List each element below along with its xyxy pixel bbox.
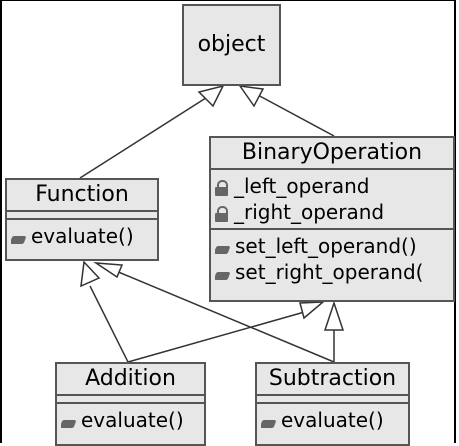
attribute-name: _right_operand (234, 200, 385, 224)
method-icon (215, 271, 231, 280)
method-icon (261, 419, 277, 428)
arrowhead-function-right (93, 262, 124, 279)
arrowhead-binaryoperation-right (323, 300, 345, 331)
binary-operation-methods: set_left_operand() set_right_operand( (211, 228, 453, 288)
class-subtraction[interactable]: Subtraction evaluate() (255, 362, 410, 446)
edge-subtraction-function (115, 270, 335, 363)
edge-addition-binaryoperation (127, 308, 316, 363)
class-binary-operation[interactable]: BinaryOperation _left_operand _right_ope… (209, 136, 455, 302)
method-row: evaluate() (261, 407, 408, 433)
function-methods: evaluate() (7, 218, 157, 252)
method-icon (61, 419, 77, 428)
method-name: evaluate() (81, 408, 184, 432)
method-name: evaluate() (31, 224, 134, 248)
method-name: set_right_operand( (235, 260, 424, 284)
attribute-row: _right_operand (215, 199, 453, 225)
method-row: set_left_operand() (215, 233, 453, 259)
arrowhead-binaryoperation-left (299, 301, 326, 320)
method-row: set_right_operand( (215, 259, 453, 285)
method-row: evaluate() (11, 223, 157, 249)
class-addition-name: Addition (85, 366, 176, 391)
attribute-name: _left_operand (234, 174, 370, 198)
edge-function-object (79, 95, 210, 179)
subtraction-methods: evaluate() (257, 402, 408, 436)
method-icon (11, 235, 27, 244)
attribute-row: _left_operand (215, 173, 453, 199)
class-subtraction-name: Subtraction (268, 366, 397, 391)
class-addition[interactable]: Addition evaluate() (55, 362, 206, 446)
binary-operation-attributes: _left_operand _right_operand (211, 168, 453, 228)
edge-binaryoperation-object (255, 93, 335, 137)
edge-addition-function (89, 285, 129, 363)
function-attributes (7, 210, 157, 218)
class-function[interactable]: Function evaluate() (5, 178, 159, 261)
lock-icon (215, 179, 228, 196)
addition-attributes (57, 394, 204, 402)
subtraction-attributes (257, 394, 408, 402)
class-binary-operation-name: BinaryOperation (241, 140, 423, 165)
method-row: evaluate() (61, 407, 204, 433)
method-name: set_left_operand() (235, 234, 417, 258)
class-object-name: object (197, 32, 266, 57)
addition-methods: evaluate() (57, 402, 204, 436)
arrowhead-object-right (238, 85, 265, 108)
method-icon (215, 245, 231, 254)
class-object[interactable]: object (182, 4, 281, 86)
lock-icon (215, 205, 228, 222)
arrowhead-function-left (80, 260, 101, 288)
class-function-name: Function (35, 182, 129, 207)
arrowhead-object-left (197, 84, 225, 108)
method-name: evaluate() (281, 408, 384, 432)
